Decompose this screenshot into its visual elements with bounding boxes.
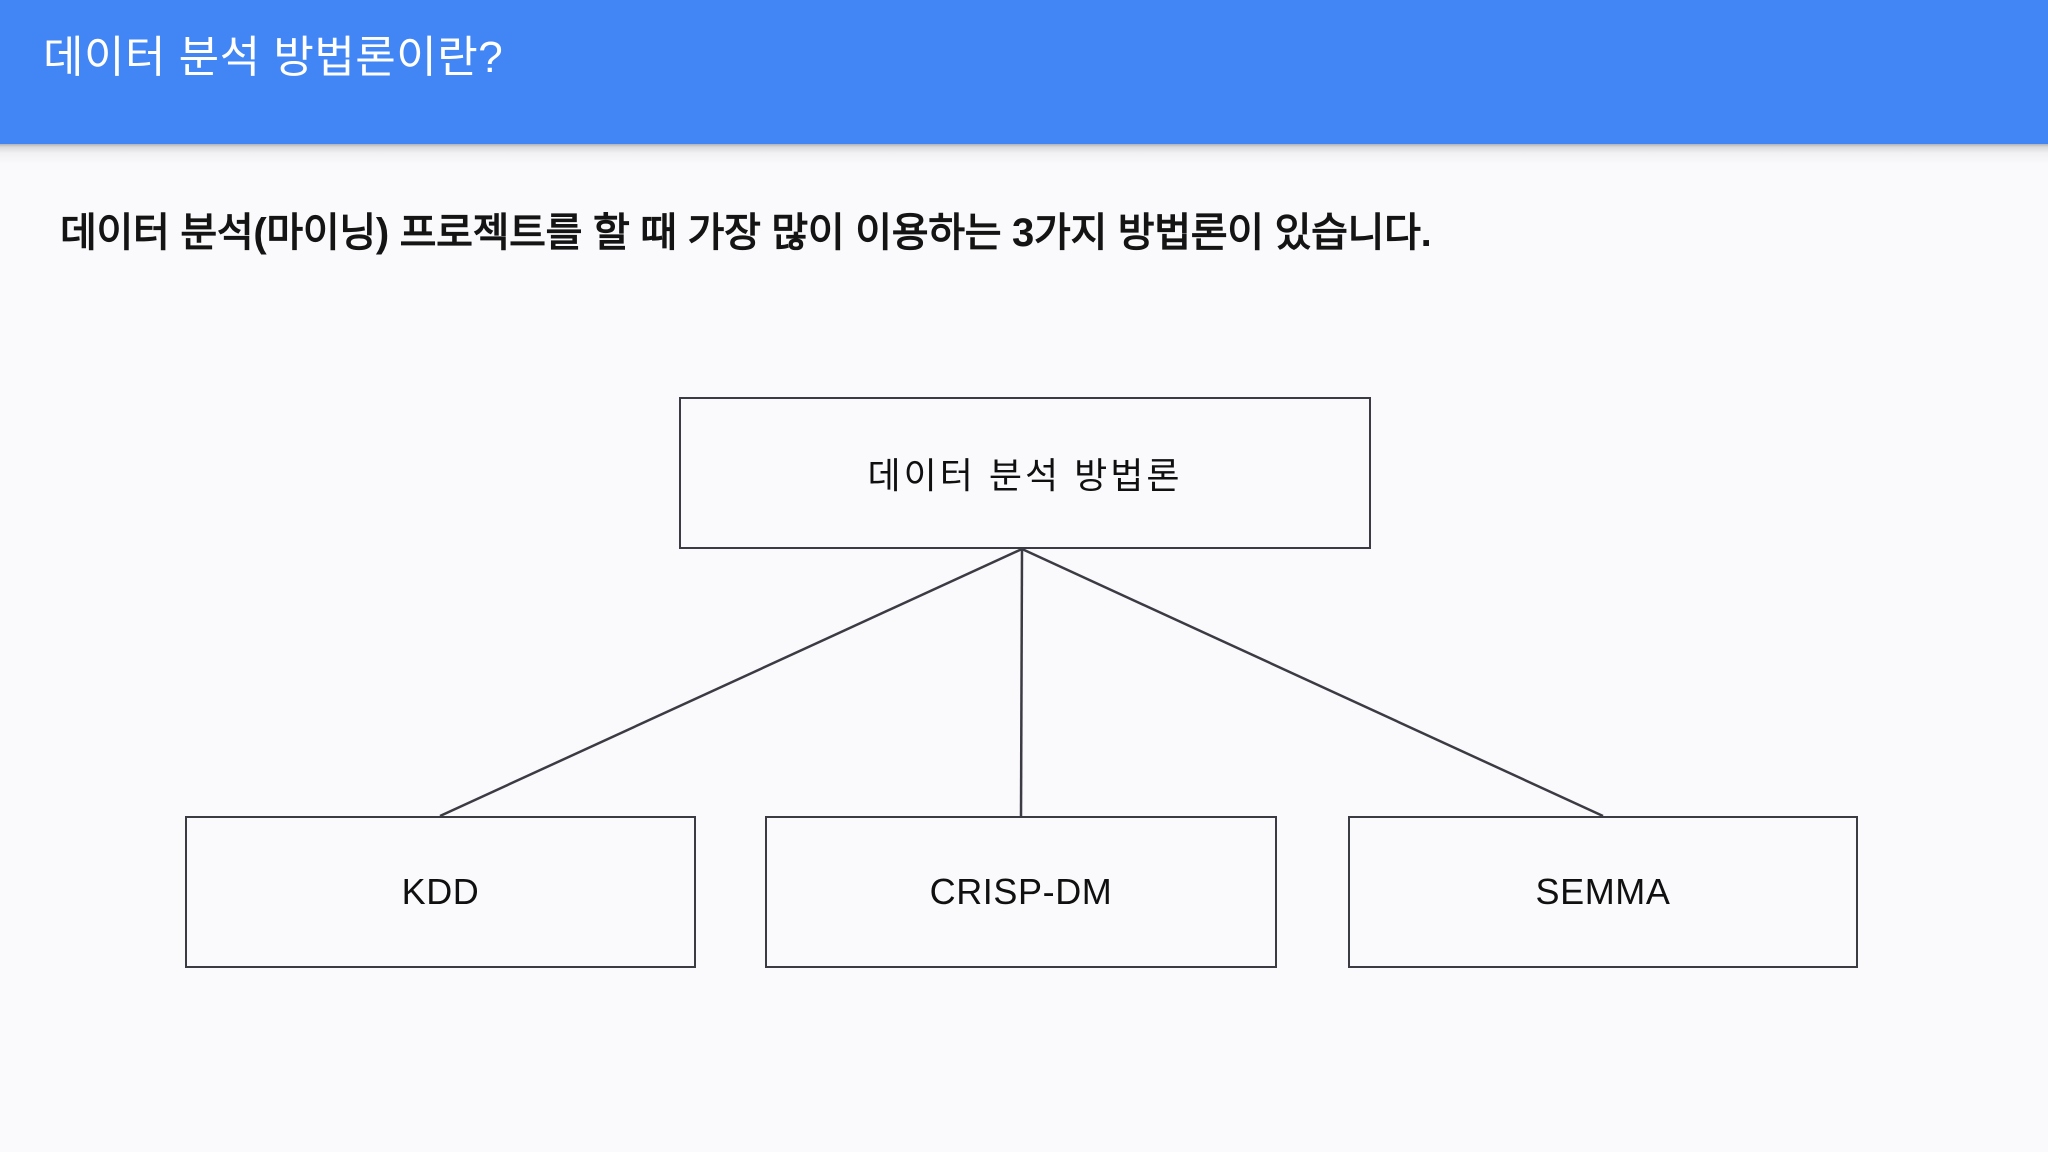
connector-root-to-kdd (439, 547, 1023, 818)
connector-root-to-semma (1021, 547, 1604, 818)
tree-node-crisp-dm-label: CRISP-DM (929, 871, 1113, 912)
header-shadow-divider (0, 144, 2048, 164)
connector-root-to-crisp (1019, 548, 1024, 817)
header-banner: 데이터 분석 방법론이란? (0, 0, 2048, 144)
tree-node-kdd-label: KDD (401, 871, 480, 912)
tree-node-semma[interactable]: SEMMA (1348, 816, 1858, 968)
tree-node-semma-label: SEMMA (1535, 871, 1671, 912)
tree-node-kdd[interactable]: KDD (185, 816, 696, 968)
intro-paragraph: 데이터 분석(마이닝) 프로젝트를 할 때 가장 많이 이용하는 3가지 방법론… (60, 211, 1432, 255)
page-title: 데이터 분석 방법론이란? (43, 33, 504, 82)
tree-node-root-label: 데이터 분석 방법론 (867, 455, 1183, 496)
tree-node-root[interactable]: 데이터 분석 방법론 (679, 397, 1371, 549)
tree-node-crisp-dm[interactable]: CRISP-DM (765, 816, 1277, 968)
